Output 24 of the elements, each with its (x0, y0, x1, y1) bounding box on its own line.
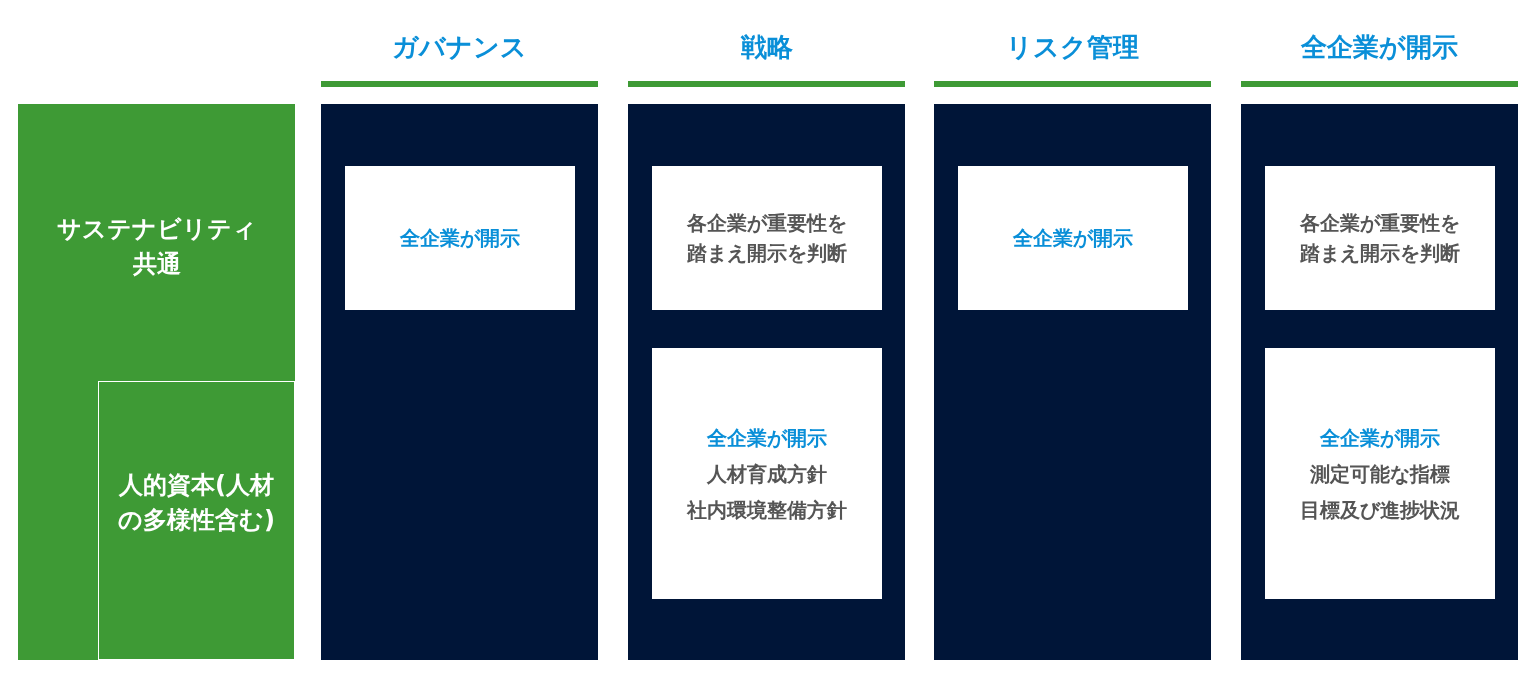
column-heading: リスク管理 (1005, 31, 1140, 64)
content-card (1265, 166, 1495, 310)
card-text: 人材育成方針 (706, 460, 828, 488)
column-heading: 戦略 (739, 31, 794, 64)
category-label: 人的資本(人材の多様性含む) (117, 470, 276, 536)
card-text: 目標及び進捗状況 (1299, 496, 1461, 524)
category-panel (98, 381, 295, 660)
column-heading: ガバナンス (391, 31, 528, 64)
content-card (1265, 348, 1495, 599)
card-text: 各企業が重要性を踏まえ開示を判断 (1299, 210, 1461, 267)
card-heading: 全企業が開示 (706, 424, 828, 452)
category-label: サステナビリティ共通 (55, 214, 258, 280)
card-text: 全企業が開示 (399, 225, 521, 252)
card-heading: 全企業が開示 (1319, 424, 1441, 452)
content-card (652, 348, 882, 599)
card-text: 測定可能な指標 (1309, 460, 1451, 488)
card-text: 各企業が重要性を踏まえ開示を判断 (686, 210, 848, 267)
content-card (345, 166, 575, 310)
content-card (652, 166, 882, 310)
category-panel (18, 104, 295, 660)
card-text: 全企業が開示 (1012, 225, 1134, 252)
content-card (958, 166, 1188, 310)
column-heading: 全企業が開示 (1300, 31, 1459, 64)
card-text: 社内環境整備方針 (686, 496, 848, 524)
